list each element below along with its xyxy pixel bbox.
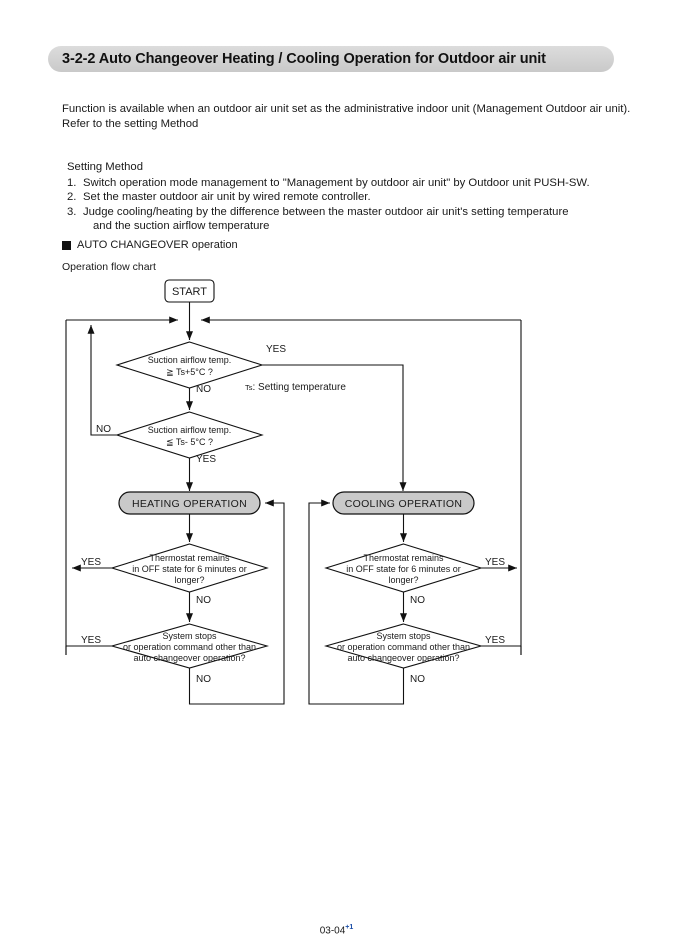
setting-method-list: 1. Switch operation mode management to "… (67, 176, 647, 234)
intro-paragraph: Function is available when an outdoor ai… (62, 102, 652, 131)
cooling-thermostat-yes-label: YES (485, 557, 505, 568)
setting-method-step-3: 3. Judge cooling/heating by the differen… (67, 205, 647, 234)
cooling-operation-label: COOLING OPERATION (345, 498, 463, 510)
heating-thermostat-line3: longer? (174, 575, 204, 585)
auto-changeover-label: AUTO CHANGEOVER operation (77, 239, 238, 251)
ts-note: Ts: Setting temperature (245, 382, 346, 393)
cooling-thermostat-no-label: NO (410, 595, 425, 606)
square-bullet-icon (62, 240, 71, 250)
setting-method-block: Setting Method 1. Switch operation mode … (67, 160, 647, 234)
setting-method-heading: Setting Method (67, 161, 143, 173)
heating-thermostat-line1: Thermostat remains (149, 553, 230, 563)
cooling-system-stops-line3: auto changeover operation? (347, 653, 459, 663)
cooling-thermostat-line1: Thermostat remains (363, 553, 444, 563)
step-text: Set the master outdoor air unit by wired… (83, 191, 371, 204)
heating-system-stops-yes-label: YES (81, 635, 101, 646)
operation-flow-chart: START Suction airflow temp. ≧ Ts+5°C ? Y… (65, 279, 522, 705)
cooling-system-stops-yes-label: YES (485, 635, 505, 646)
heating-thermostat-line2: in OFF state for 6 minutes or (132, 564, 247, 574)
decision1-yes-label: YES (266, 344, 286, 355)
heating-no-loopback-path (188, 499, 285, 705)
cooling-thermostat-line3: longer? (388, 575, 418, 585)
operation-flow-chart-label: Operation flow chart (62, 261, 156, 273)
decision2-line2: ≦ Ts- 5°C ? (166, 437, 213, 447)
step-text-cont: and the suction airflow temperature (93, 220, 270, 233)
decision1-yes-path (262, 364, 407, 491)
decision2-line1: Suction airflow temp. (148, 425, 232, 435)
step-number: 1. (67, 176, 77, 189)
auto-changeover-bullet-line: AUTO CHANGEOVER operation (62, 239, 238, 251)
decision2-yes-label: YES (196, 454, 216, 465)
heating-system-stops-line1: System stops (162, 631, 217, 641)
decision2-no-path (87, 325, 117, 436)
heating-operation-label: HEATING OPERATION (132, 498, 247, 510)
cooling-system-stops-no-label: NO (410, 674, 425, 685)
decision1-line2: ≧ Ts+5°C ? (166, 367, 213, 377)
cooling-no-loopback-path (308, 499, 405, 705)
step-text: Judge cooling/heating by the difference … (83, 205, 569, 218)
start-label: START (172, 286, 207, 298)
cooling-system-stops-line1: System stops (376, 631, 431, 641)
decision2-no-label: NO (96, 424, 111, 435)
setting-method-step-1: 1. Switch operation mode management to "… (67, 176, 647, 191)
heating-thermostat-yes-label: YES (81, 557, 101, 568)
heating-thermostat-no-label: NO (196, 595, 211, 606)
step-number: 2. (67, 191, 77, 204)
step-number: 3. (67, 205, 77, 218)
ts-symbol: Ts (245, 383, 253, 392)
cooling-thermostat-line2: in OFF state for 6 minutes or (346, 564, 461, 574)
footer-revision-mark: +1 (345, 924, 354, 931)
page-footer: 03-04+1 (0, 924, 673, 936)
footer-page-number: 03-04 (319, 925, 346, 937)
cooling-system-stops-line2: or operation command other than (337, 642, 470, 652)
page-title-bar: 3-2-2 Auto Changeover Heating / Cooling … (48, 46, 614, 72)
setting-method-step-2: 2. Set the master outdoor air unit by wi… (67, 190, 647, 205)
step-text: Switch operation mode management to "Man… (83, 176, 590, 189)
decision-suction-temp-above (115, 341, 264, 389)
ts-note-text: : Setting temperature (253, 382, 347, 393)
page-title: 3-2-2 Auto Changeover Heating / Cooling … (62, 51, 546, 67)
decision1-line1: Suction airflow temp. (148, 355, 232, 365)
heating-system-stops-no-label: NO (196, 674, 211, 685)
decision1-no-label: NO (196, 384, 211, 395)
intro-line-1: Function is available when an outdoor ai… (62, 103, 631, 115)
heating-system-stops-line2: or operation command other than (123, 642, 256, 652)
heating-system-stops-line3: auto changeover operation? (133, 653, 245, 663)
intro-line-2: Refer to the setting Method (62, 117, 199, 130)
decision-suction-temp-below (115, 411, 264, 459)
